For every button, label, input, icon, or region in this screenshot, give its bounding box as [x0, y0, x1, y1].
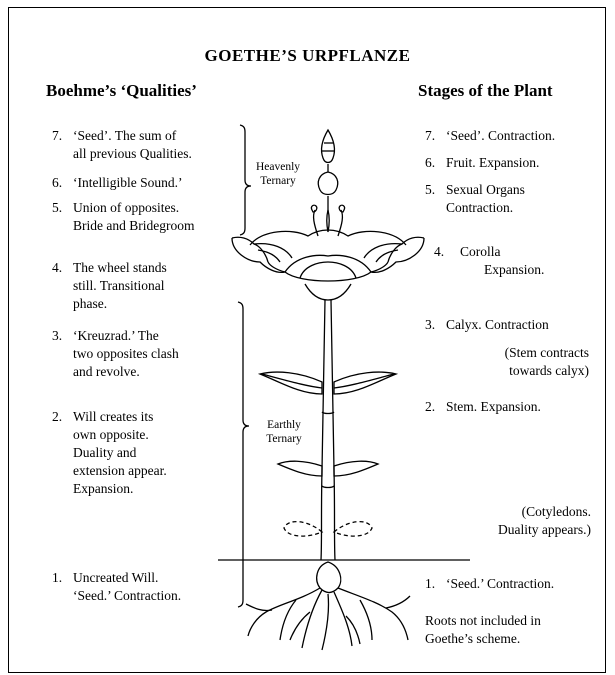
left-item-line: extension appear. [73, 463, 167, 478]
note-line: (Cotyledons. [522, 504, 591, 519]
lower-leaf-right [334, 461, 378, 476]
note-line: towards calyx) [509, 363, 589, 378]
left-item-number: 5. [52, 199, 62, 217]
right-item-line: Calyx. Contraction [446, 317, 549, 332]
earthly-ternary-line: Earthly [267, 419, 301, 431]
stem-contracts-note: (Stem contracts towards calyx) [430, 344, 589, 380]
left-item-1: 1. Uncreated Will. ‘Seed.’ Contraction. [52, 569, 242, 609]
seed-bulb [317, 562, 341, 593]
fruit [318, 172, 337, 195]
right-item-line: Stem. Expansion. [446, 399, 541, 414]
right-item-number: 3. [425, 316, 435, 334]
note-line: Duality appears.) [498, 522, 591, 537]
left-item-2: 2. Will creates its own opposite. Duality … [52, 408, 242, 503]
right-item-2: 2. Stem. Expansion. [425, 398, 603, 418]
right-item-6: 6. Fruit. Expansion. [425, 154, 603, 174]
left-item-line: Duality and [73, 445, 136, 460]
left-item-line: Uncreated Will. [73, 570, 158, 585]
left-item-number: 1. [52, 569, 62, 587]
roots-note: Roots not included in Goethe’s scheme. [425, 612, 603, 648]
left-item-line: The wheel stands [73, 260, 167, 275]
left-item-line: ‘Seed.’ Contraction. [73, 588, 181, 603]
right-item-number: 2. [425, 398, 435, 416]
left-item-line: Union of opposites. [73, 200, 179, 215]
left-item-line: all previous Qualities. [73, 146, 192, 161]
right-item-4: 4. Corolla Expansion. [434, 243, 602, 283]
note-line: Roots not included in [425, 613, 541, 628]
left-item-7: 7. ‘Seed’. The sum of all previous Qualit… [52, 127, 252, 167]
left-item-number: 3. [52, 327, 62, 345]
right-item-line: Expansion. [484, 261, 544, 279]
left-item-line: two opposites clash [73, 346, 179, 361]
corolla [232, 230, 424, 300]
left-item-number: 2. [52, 408, 62, 426]
left-item-line: and revolve. [73, 364, 140, 379]
right-item-3: 3. Calyx. Contraction [425, 316, 603, 336]
left-item-number: 7. [52, 127, 62, 145]
right-item-7: 7. ‘Seed’. Contraction. [425, 127, 603, 147]
right-column-heading: Stages of the Plant [418, 82, 553, 100]
left-item-6: 6. ‘Intelligible Sound.’ [52, 174, 252, 194]
left-item-line: own opposite. [73, 427, 149, 442]
left-item-line: still. Transitional [73, 278, 165, 293]
left-item-line: ‘Kreuzrad.’ The [73, 328, 159, 343]
pistil [327, 210, 329, 232]
roots [246, 588, 410, 650]
right-item-line: ‘Seed.’ Contraction. [446, 576, 554, 591]
figure-title: GOETHE’S URPFLANZE [0, 47, 615, 65]
cotyledon-right [334, 522, 372, 536]
right-item-line: Corolla [460, 243, 501, 261]
earthly-ternary-line: Ternary [266, 433, 302, 445]
left-item-line: phase. [73, 296, 107, 311]
left-column-heading: Boehme’s ‘Qualities’ [46, 82, 197, 100]
right-item-1: 1. ‘Seed.’ Contraction. [425, 575, 603, 595]
right-item-number: 4. [434, 243, 444, 261]
lower-leaf-left [278, 461, 322, 476]
right-item-line: Sexual Organs [446, 182, 525, 197]
stem [321, 300, 335, 560]
left-item-3: 3. ‘Kreuzrad.’ The two opposites clash and… [52, 327, 242, 385]
left-item-5: 5. Union of opposites. Bride and Bridegro… [52, 199, 252, 239]
heavenly-ternary-line: Ternary [260, 175, 296, 187]
note-line: (Stem contracts [505, 345, 589, 360]
left-item-number: 4. [52, 259, 62, 277]
right-item-number: 7. [425, 127, 435, 145]
right-item-line: Fruit. Expansion. [446, 155, 539, 170]
left-item-line: ‘Intelligible Sound.’ [73, 175, 182, 190]
note-line: Goethe’s scheme. [425, 631, 520, 646]
cotyledon-left [284, 522, 322, 536]
left-item-4: 4. The wheel stands still. Transitional ph… [52, 259, 242, 317]
cotyledons-note: (Cotyledons. Duality appears.) [430, 503, 591, 539]
left-item-line: ‘Seed’. The sum of [73, 128, 176, 143]
right-item-number: 6. [425, 154, 435, 172]
right-item-number: 1. [425, 575, 435, 593]
left-item-line: Will creates its [73, 409, 153, 424]
left-item-line: Expansion. [73, 481, 133, 496]
heavenly-ternary-line: Heavenly [256, 161, 300, 173]
seed-pod [322, 130, 335, 163]
left-item-line: Bride and Bridegroom [73, 218, 194, 233]
left-item-number: 6. [52, 174, 62, 192]
right-item-line: Contraction. [446, 200, 513, 215]
right-item-line: ‘Seed’. Contraction. [446, 128, 555, 143]
right-item-number: 5. [425, 181, 435, 199]
